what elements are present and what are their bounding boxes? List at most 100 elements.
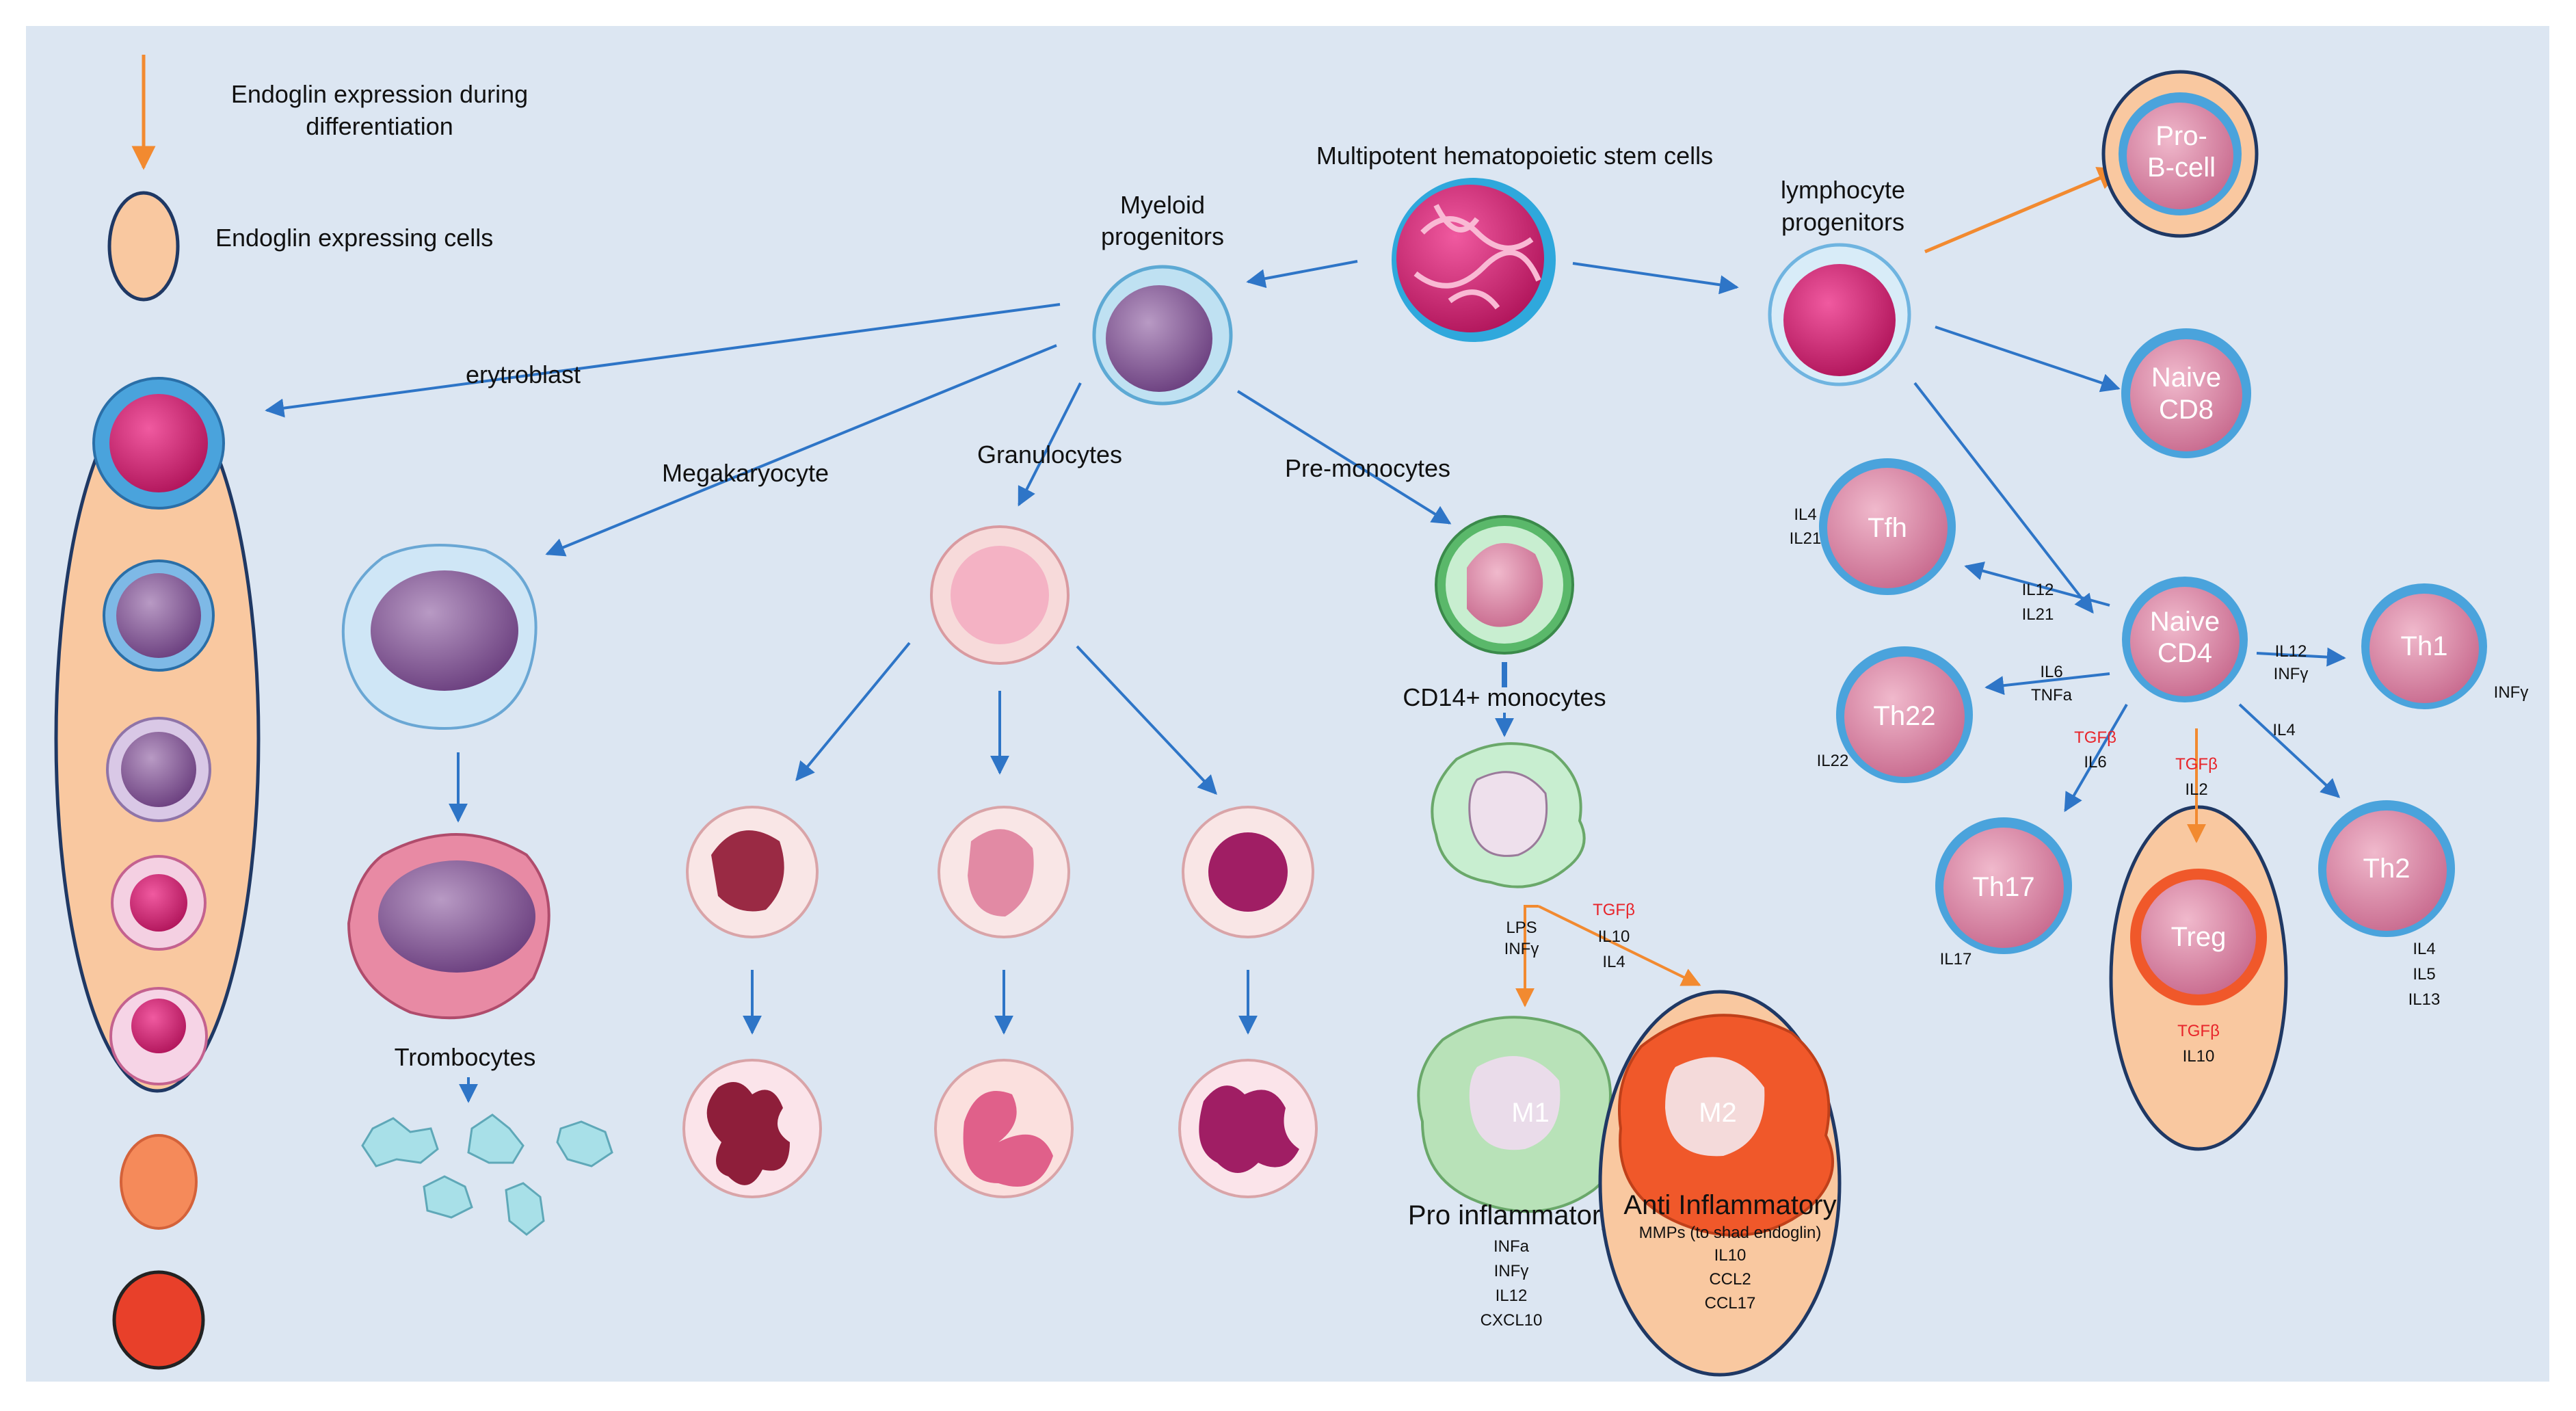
cd8-label-1: Naive [2151, 362, 2221, 393]
anti-inflammatory-3: CCL17 [1705, 1294, 1756, 1313]
th1-nucleus [2369, 594, 2479, 703]
th17-arrow-2: IL6 [2084, 753, 2106, 772]
myeloid-progenitor-nucleus [1106, 285, 1212, 392]
arrow-myeloid-to-granulocytes [1018, 382, 1082, 507]
arrow-stem-to-lymphoid [1572, 262, 1739, 295]
treg-arrow-2: IL2 [2185, 780, 2207, 799]
anti-inflammatory-sub: MMPs (to shad endoglin) [1639, 1224, 1822, 1242]
arrow-to-m2 [1538, 905, 1701, 986]
th2-label: Th2 [2363, 854, 2411, 884]
cd4-label-1: Naive [2150, 607, 2220, 637]
tfh-side-1: IL4 [1794, 505, 1816, 524]
legend-cell-text: Endoglin expressing cells [215, 224, 493, 252]
myeloid-label-1: Myeloid [1120, 191, 1205, 219]
th17-side: IL17 [1940, 950, 1972, 968]
arrow-cd4-to-th17 [2064, 703, 2128, 813]
megakaryocyte-label: Megakaryocyte [662, 459, 829, 487]
stem-cell-label: Multipotent hematopoietic stem cells [1316, 142, 1713, 170]
stem-arrows [265, 167, 2123, 614]
arrow-stem-to-myeloid [1246, 260, 1358, 289]
arrow-myeloid-to-erythroid [265, 303, 1061, 418]
m2-label: M2 [1699, 1098, 1737, 1128]
cd4-label-2: CD4 [2157, 638, 2212, 668]
lymphocyte-progenitor-nucleus [1783, 264, 1896, 376]
m1-cytokine-2: INFγ [1504, 940, 1539, 958]
pro-inflammatory-2: INFγ [1494, 1262, 1529, 1280]
th1-label: Th1 [2401, 631, 2448, 661]
monocyte-lineage: CD14+ monocytes LPS INFγ TGFβ IL10 IL4 M… [1403, 515, 1842, 1377]
prob-label-2: B-cell [2147, 153, 2216, 183]
granulocyte-precursor-nucleus [951, 546, 1049, 644]
cd14-label: CD14+ monocytes [1403, 683, 1606, 711]
anti-inflammatory-1: IL10 [1714, 1246, 1747, 1265]
m2-macrophage-nucleus [1665, 1057, 1765, 1157]
erythrocyte-young [120, 1134, 198, 1230]
reticulocyte-nucleus [131, 999, 186, 1053]
platelet-5 [505, 1182, 545, 1236]
stem-cell [1392, 178, 1556, 342]
th22-nucleus [1844, 657, 1965, 777]
platelet-4 [423, 1175, 473, 1219]
legend-arrow-text-2: differentiation [306, 112, 453, 140]
cd14-monocyte-nucleus [1468, 771, 1548, 857]
neutrophil-nucleus [706, 1082, 790, 1185]
granulocytes-label: Granulocytes [977, 440, 1122, 469]
erythroid-cells [92, 377, 225, 1085]
tfh-nucleus [1827, 468, 1948, 588]
th22-arrow-1: IL6 [2040, 663, 2062, 681]
legend: Endoglin expression during differentiati… [107, 55, 528, 302]
th2-arrow: IL4 [2272, 721, 2295, 739]
m2-cytokine-1: TGFβ [1593, 901, 1635, 919]
megakaryocyte-nucleus [378, 860, 535, 973]
basophil-precursor-nucleus [1208, 832, 1288, 912]
arrow-cd4-to-tfh [1964, 562, 2110, 607]
tfh-label: Tfh [1868, 513, 1907, 543]
treg-side-2: IL10 [2183, 1047, 2215, 1066]
treg-side-1: TGFβ [2177, 1022, 2220, 1040]
myeloid-label-2: progenitors [1101, 222, 1224, 250]
legend-arrow-text-1: Endoglin expression during [231, 80, 528, 108]
th17-arrow-1: TGFβ [2074, 728, 2116, 747]
anti-inflammatory-title: Anti Inflammatory [1623, 1190, 1836, 1220]
stem-cell-chromatin [1413, 204, 1541, 310]
lymphocyte-label-1: lymphocyte [1781, 176, 1905, 204]
prob-label-1: Pro- [2155, 121, 2207, 151]
th22-label: Th22 [1873, 701, 1935, 731]
tfh-arrow-2: IL21 [2022, 605, 2054, 624]
th1-arrow-1: IL12 [2275, 642, 2307, 661]
erythroblast-nucleus-2 [116, 573, 201, 658]
megakaryoblast-nucleus [371, 570, 518, 691]
th2-side-1: IL4 [2413, 940, 2435, 958]
platelet-2 [467, 1113, 525, 1164]
erythroblast-nucleus-3 [121, 732, 196, 807]
arrow-cd4-to-th1 [2256, 647, 2346, 667]
th1-arrow-2: INFγ [2274, 665, 2309, 683]
eosinophil-precursor-nucleus [968, 829, 1034, 917]
basophil-nucleus [1199, 1085, 1299, 1173]
arrow-cd4-to-th22 [1984, 672, 2110, 696]
trombocytes-label: Trombocytes [395, 1043, 536, 1071]
legend-endoglin-cell [107, 191, 180, 302]
eosinophil-nucleus [963, 1091, 1053, 1187]
m1-label: M1 [1511, 1098, 1550, 1128]
arrow-lymphoid-to-cd4 [1913, 382, 2094, 614]
arrow-myeloid-to-megakaryocyte [545, 344, 1057, 557]
premonocyte-nucleus [1467, 543, 1543, 627]
arrow-to-neutrophil [795, 642, 911, 782]
treg-arrow-1: TGFβ [2175, 755, 2218, 774]
cd8-nucleus [2130, 339, 2242, 451]
prob-nucleus [2127, 103, 2233, 209]
treg-nucleus [2141, 880, 2256, 994]
platelet-1 [361, 1117, 439, 1168]
pro-inflammatory-title: Pro inflammatory [1408, 1200, 1615, 1230]
tfh-arrow-1: IL12 [2022, 581, 2054, 599]
lymphoid-lineage: Pro- B-cell Naive CD8 Naive CD4 Tfh IL4 … [1790, 70, 2528, 1151]
m1-macrophage-nucleus [1469, 1056, 1561, 1150]
th2-nucleus [2326, 810, 2447, 931]
m1-cytokine-1: LPS [1506, 919, 1537, 937]
cd4-nucleus [2130, 587, 2240, 696]
granulocyte-lineage [682, 525, 1318, 1198]
neutrophil-precursor-nucleus [711, 830, 784, 912]
lymphocyte-label-2: progenitors [1781, 208, 1904, 236]
